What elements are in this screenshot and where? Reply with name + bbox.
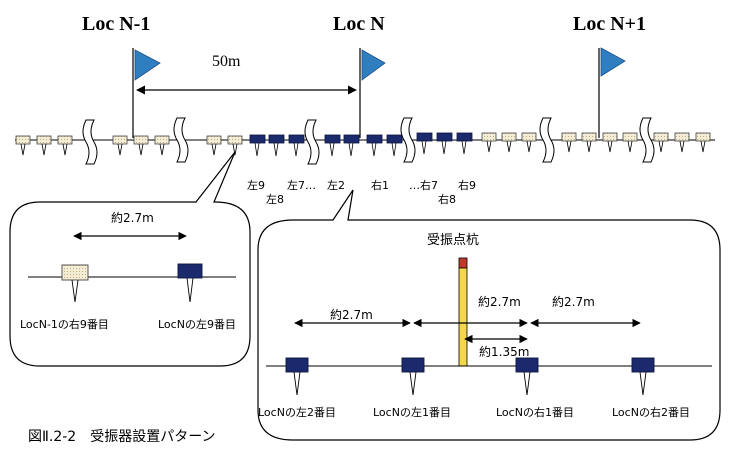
receiver-light <box>15 135 31 156</box>
receiver-light <box>561 132 577 153</box>
receiver-dark <box>343 134 360 157</box>
receiver-light <box>36 135 52 156</box>
receiver-light <box>154 135 170 156</box>
callout-left-label-a: LocN-1の右9番目 <box>20 317 109 331</box>
receiver-light <box>206 135 222 156</box>
receiver-dark-large <box>177 263 203 303</box>
receiver-light-large <box>61 264 89 303</box>
callout-right-label-right2: LocNの右2番目 <box>612 405 690 419</box>
receiver-label-right1: 右1 <box>371 178 389 192</box>
receiver-label-right9: 右9 <box>458 178 476 192</box>
receivers-loc-n <box>249 132 473 157</box>
receivers-loc-n-plus-1 <box>481 132 711 153</box>
loc-n-plus-1-label: Loc N+1 <box>573 13 646 35</box>
callout-right-title: 受振点杭 <box>427 233 479 248</box>
receiver-dark <box>436 132 453 155</box>
receiver-label-right8: 右8 <box>438 192 456 206</box>
receiver-dark-large <box>285 357 309 396</box>
receiver-label-right7: …右7 <box>409 178 438 192</box>
receiver-light <box>133 135 149 156</box>
callout-right-label-left2: LocNの左2番目 <box>258 406 336 419</box>
receiver-label-left2: 左2 <box>327 179 345 192</box>
loc-n-minus-1-label: Loc N-1 <box>82 13 150 35</box>
callout-right-label-right1: LocNの右1番目 <box>496 405 574 419</box>
receiver-dark-large <box>515 357 539 396</box>
receiver-light <box>622 132 638 153</box>
receiver-light <box>501 132 517 153</box>
loc-n-label: Loc N <box>333 13 385 35</box>
receiver-light <box>57 135 73 156</box>
receiver-dark <box>366 134 383 157</box>
receiver-dark-large <box>401 357 425 396</box>
distance-label-half: 約1.35m <box>479 344 529 359</box>
receiver-dark <box>386 134 403 157</box>
flag-loc-n-minus-1 <box>132 48 161 138</box>
line-break-symbols <box>82 117 655 165</box>
receiver-light <box>521 132 537 153</box>
figure-caption: 図Ⅱ.2-2 受振器設置パターン <box>28 429 216 445</box>
distance-label-50m: 50m <box>212 53 241 70</box>
flag-loc-n-plus-1 <box>598 47 626 138</box>
receiver-dark <box>268 134 285 157</box>
receiver-light <box>653 132 669 153</box>
receivers-loc-n-minus-1 <box>15 135 243 156</box>
receiver-label-left8: 左8 <box>266 193 284 206</box>
receiver-light <box>227 135 243 156</box>
receiver-label-left9: 左9 <box>247 179 265 192</box>
callout-left <box>9 151 251 367</box>
distance-label-3: 約2.7m <box>552 294 595 309</box>
receiver-light <box>674 132 690 153</box>
callout-right <box>257 189 721 441</box>
receiver-dark-large <box>631 357 655 396</box>
distance-label-1: 約2.7m <box>330 307 373 322</box>
receiver-label-left7: 左7… <box>287 179 316 192</box>
flag-loc-n <box>359 48 386 138</box>
callout-left-distance-label: 約2.7m <box>111 210 154 225</box>
receiver-dark <box>324 134 341 157</box>
receiver-light <box>581 132 597 153</box>
receiver-light <box>602 132 618 153</box>
receiver-light <box>695 132 711 153</box>
receiver-dark <box>456 132 473 155</box>
receiver-dark <box>288 134 305 157</box>
receiver-light <box>481 132 497 153</box>
distance-label-2: 約2.7m <box>478 294 521 309</box>
receiver-dark <box>416 132 433 155</box>
receiver-light <box>112 135 128 156</box>
callout-right-label-left1: LocNの左1番目 <box>373 406 451 419</box>
receiver-dark <box>249 134 266 157</box>
receiver-point-stake <box>458 257 468 367</box>
callout-left-label-b: LocNの左9番目 <box>158 318 236 331</box>
